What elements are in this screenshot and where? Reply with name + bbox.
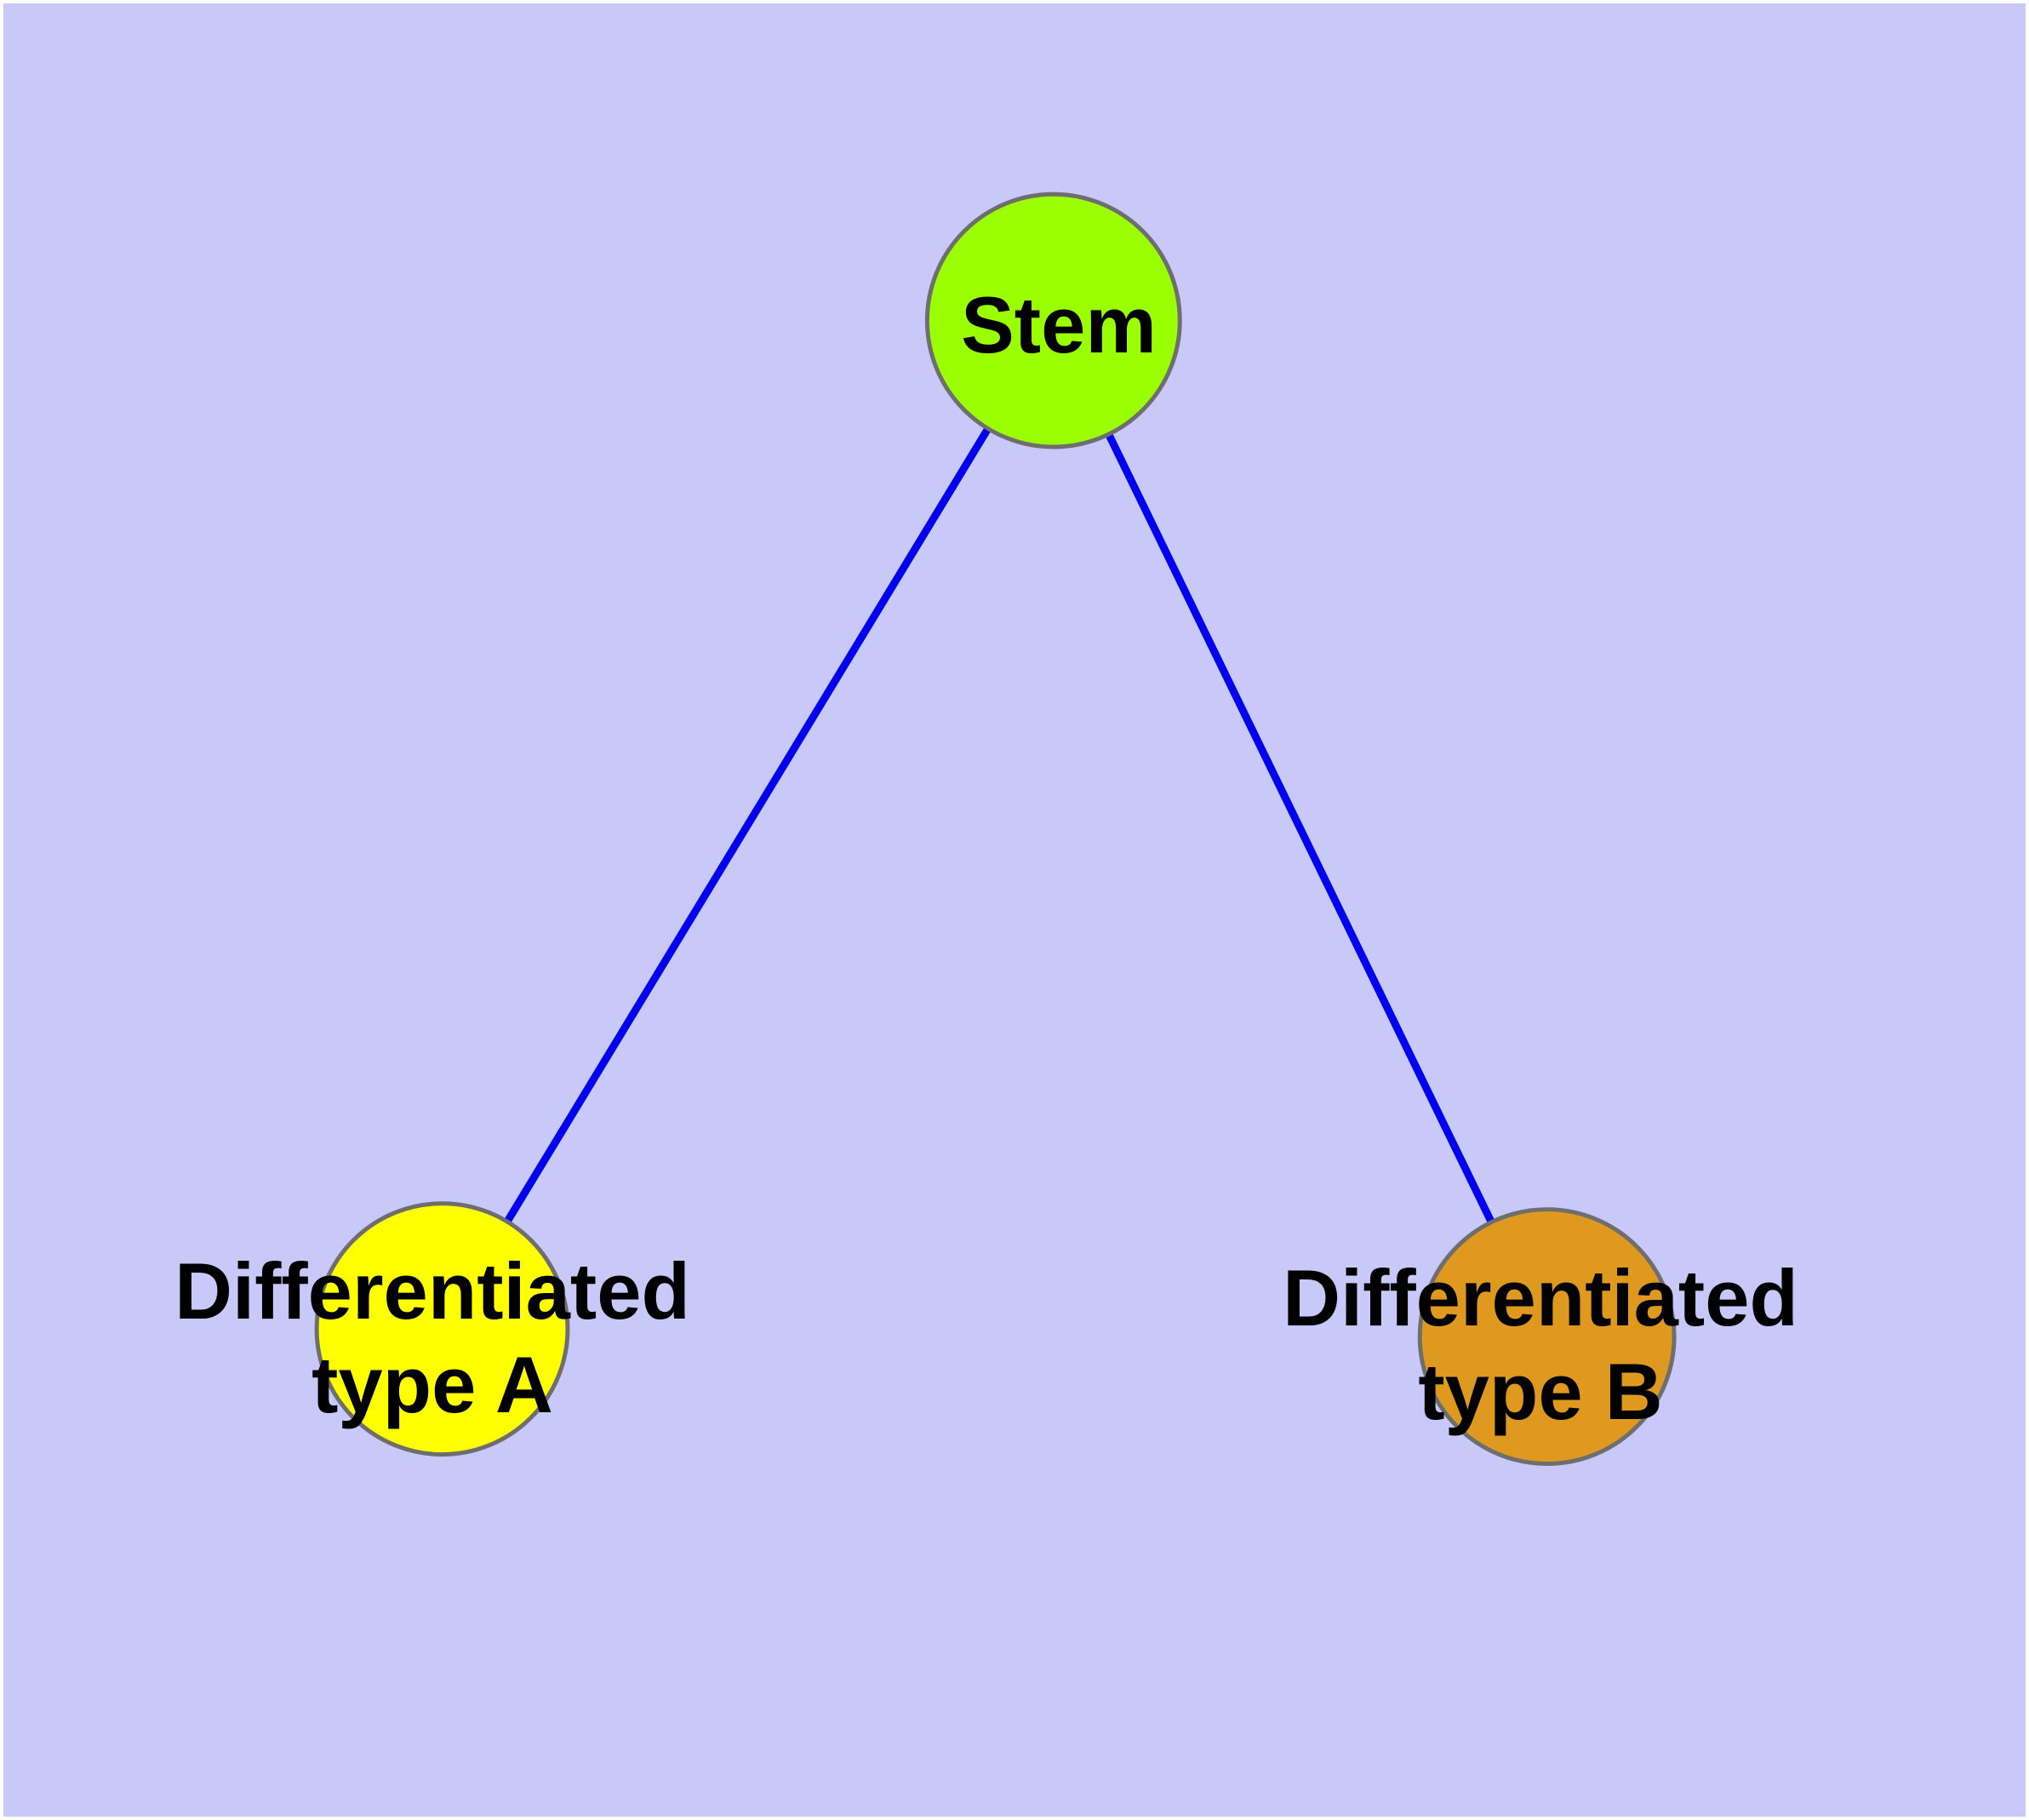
edge-stem-to-type-b	[1049, 318, 1551, 1339]
node-type-b-circle	[1417, 1207, 1677, 1467]
graph-svg	[314, 192, 1677, 1467]
plot-background: Stem Differentiated type A Differentiate…	[3, 3, 2026, 1817]
edge-stem-to-type-a	[438, 318, 1057, 1331]
node-stem-circle	[924, 192, 1182, 449]
node-type-a-circle	[314, 1201, 570, 1457]
